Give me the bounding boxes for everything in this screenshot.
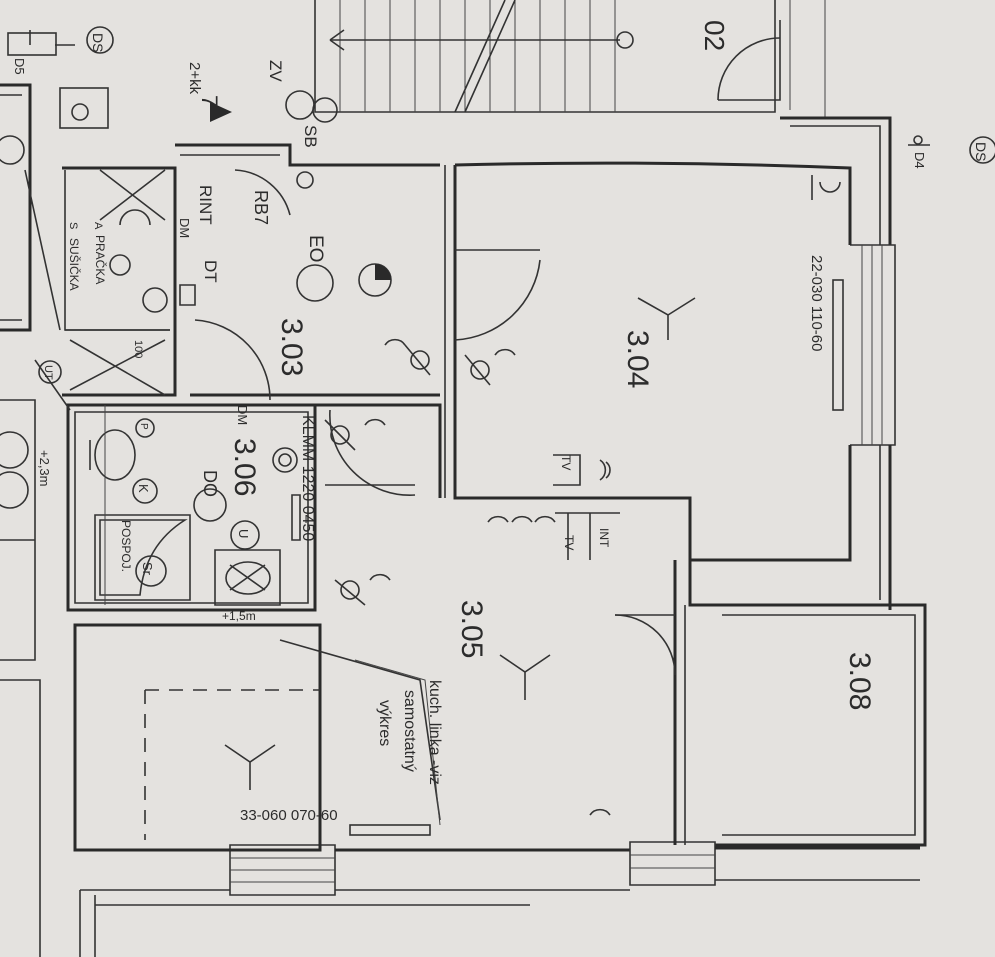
left-neighbour	[0, 83, 71, 957]
pospoj-label: POSPOJ.	[119, 520, 133, 572]
ds-label-left: DS	[90, 33, 106, 52]
sb-label: SB	[301, 125, 320, 148]
door-arc-304	[454, 249, 541, 341]
ut-label: UT	[42, 365, 54, 380]
p-label: P	[138, 423, 149, 430]
dim-100-label: 100	[132, 340, 144, 358]
room-306	[66, 403, 317, 612]
outer-walls	[75, 116, 927, 957]
k-label: K	[136, 484, 151, 493]
tv-label-top: TV	[559, 455, 573, 470]
d4-label: D4	[912, 152, 927, 169]
zv-label: ZV	[266, 60, 285, 82]
window-label-305: 33-060 070-60	[240, 807, 338, 824]
eo-label: EO	[305, 235, 326, 262]
kitchen-note-line2: samostatný	[401, 690, 418, 772]
stair-steps-label: 7	[197, 95, 222, 107]
pracka-a-label: A	[92, 222, 104, 230]
utility-block	[62, 166, 177, 397]
room-label-305: 3.05	[455, 600, 488, 658]
u-label: U	[236, 529, 251, 538]
room-label-306: 3.06	[228, 438, 261, 496]
susicka-label: SUŠIČKA	[67, 238, 82, 291]
room-305	[315, 403, 710, 845]
tv-label-bottom: TV	[562, 535, 576, 550]
staircase	[314, 0, 776, 113]
height-bath-label: +1,5m	[222, 609, 256, 623]
do-label: DO	[200, 470, 220, 497]
room-304	[444, 161, 852, 562]
rb7-label: RB7	[251, 190, 271, 225]
klmm-label: KLMM 1220 0450	[299, 415, 316, 541]
dt-label: DT	[201, 260, 220, 283]
kitchen-note-line3: výkres	[376, 700, 393, 746]
top-left-boxes	[7, 30, 109, 129]
door-arc-302	[717, 0, 826, 118]
room-label-302: 02	[699, 20, 730, 51]
rint-label: RINT	[196, 185, 215, 225]
room-label-304: 3.04	[621, 330, 654, 388]
d5-label: D5	[12, 58, 27, 75]
kitchen-note-line1: kuch. linka -viz	[426, 680, 443, 785]
dm-bath-label: DM	[235, 405, 250, 425]
sr-label: Sr	[140, 562, 155, 576]
window-label-304: 22-030 110-60	[808, 255, 825, 351]
room-label-308: 3.08	[843, 652, 876, 710]
pracka-label: PRAČKA	[93, 235, 108, 284]
stair-type-label: 2+kk	[186, 62, 203, 95]
int-label: INT	[597, 528, 611, 548]
room-label-303: 3.03	[275, 318, 308, 376]
susicka-s-label: S	[67, 222, 79, 229]
room-303	[175, 143, 440, 401]
ds-label-right: DS	[973, 142, 989, 161]
dm-top-label: DM	[177, 218, 192, 238]
electrical-symbols	[38, 26, 995, 836]
height-left-label: +2,3m	[37, 450, 52, 487]
room-left-bottom	[73, 623, 441, 852]
